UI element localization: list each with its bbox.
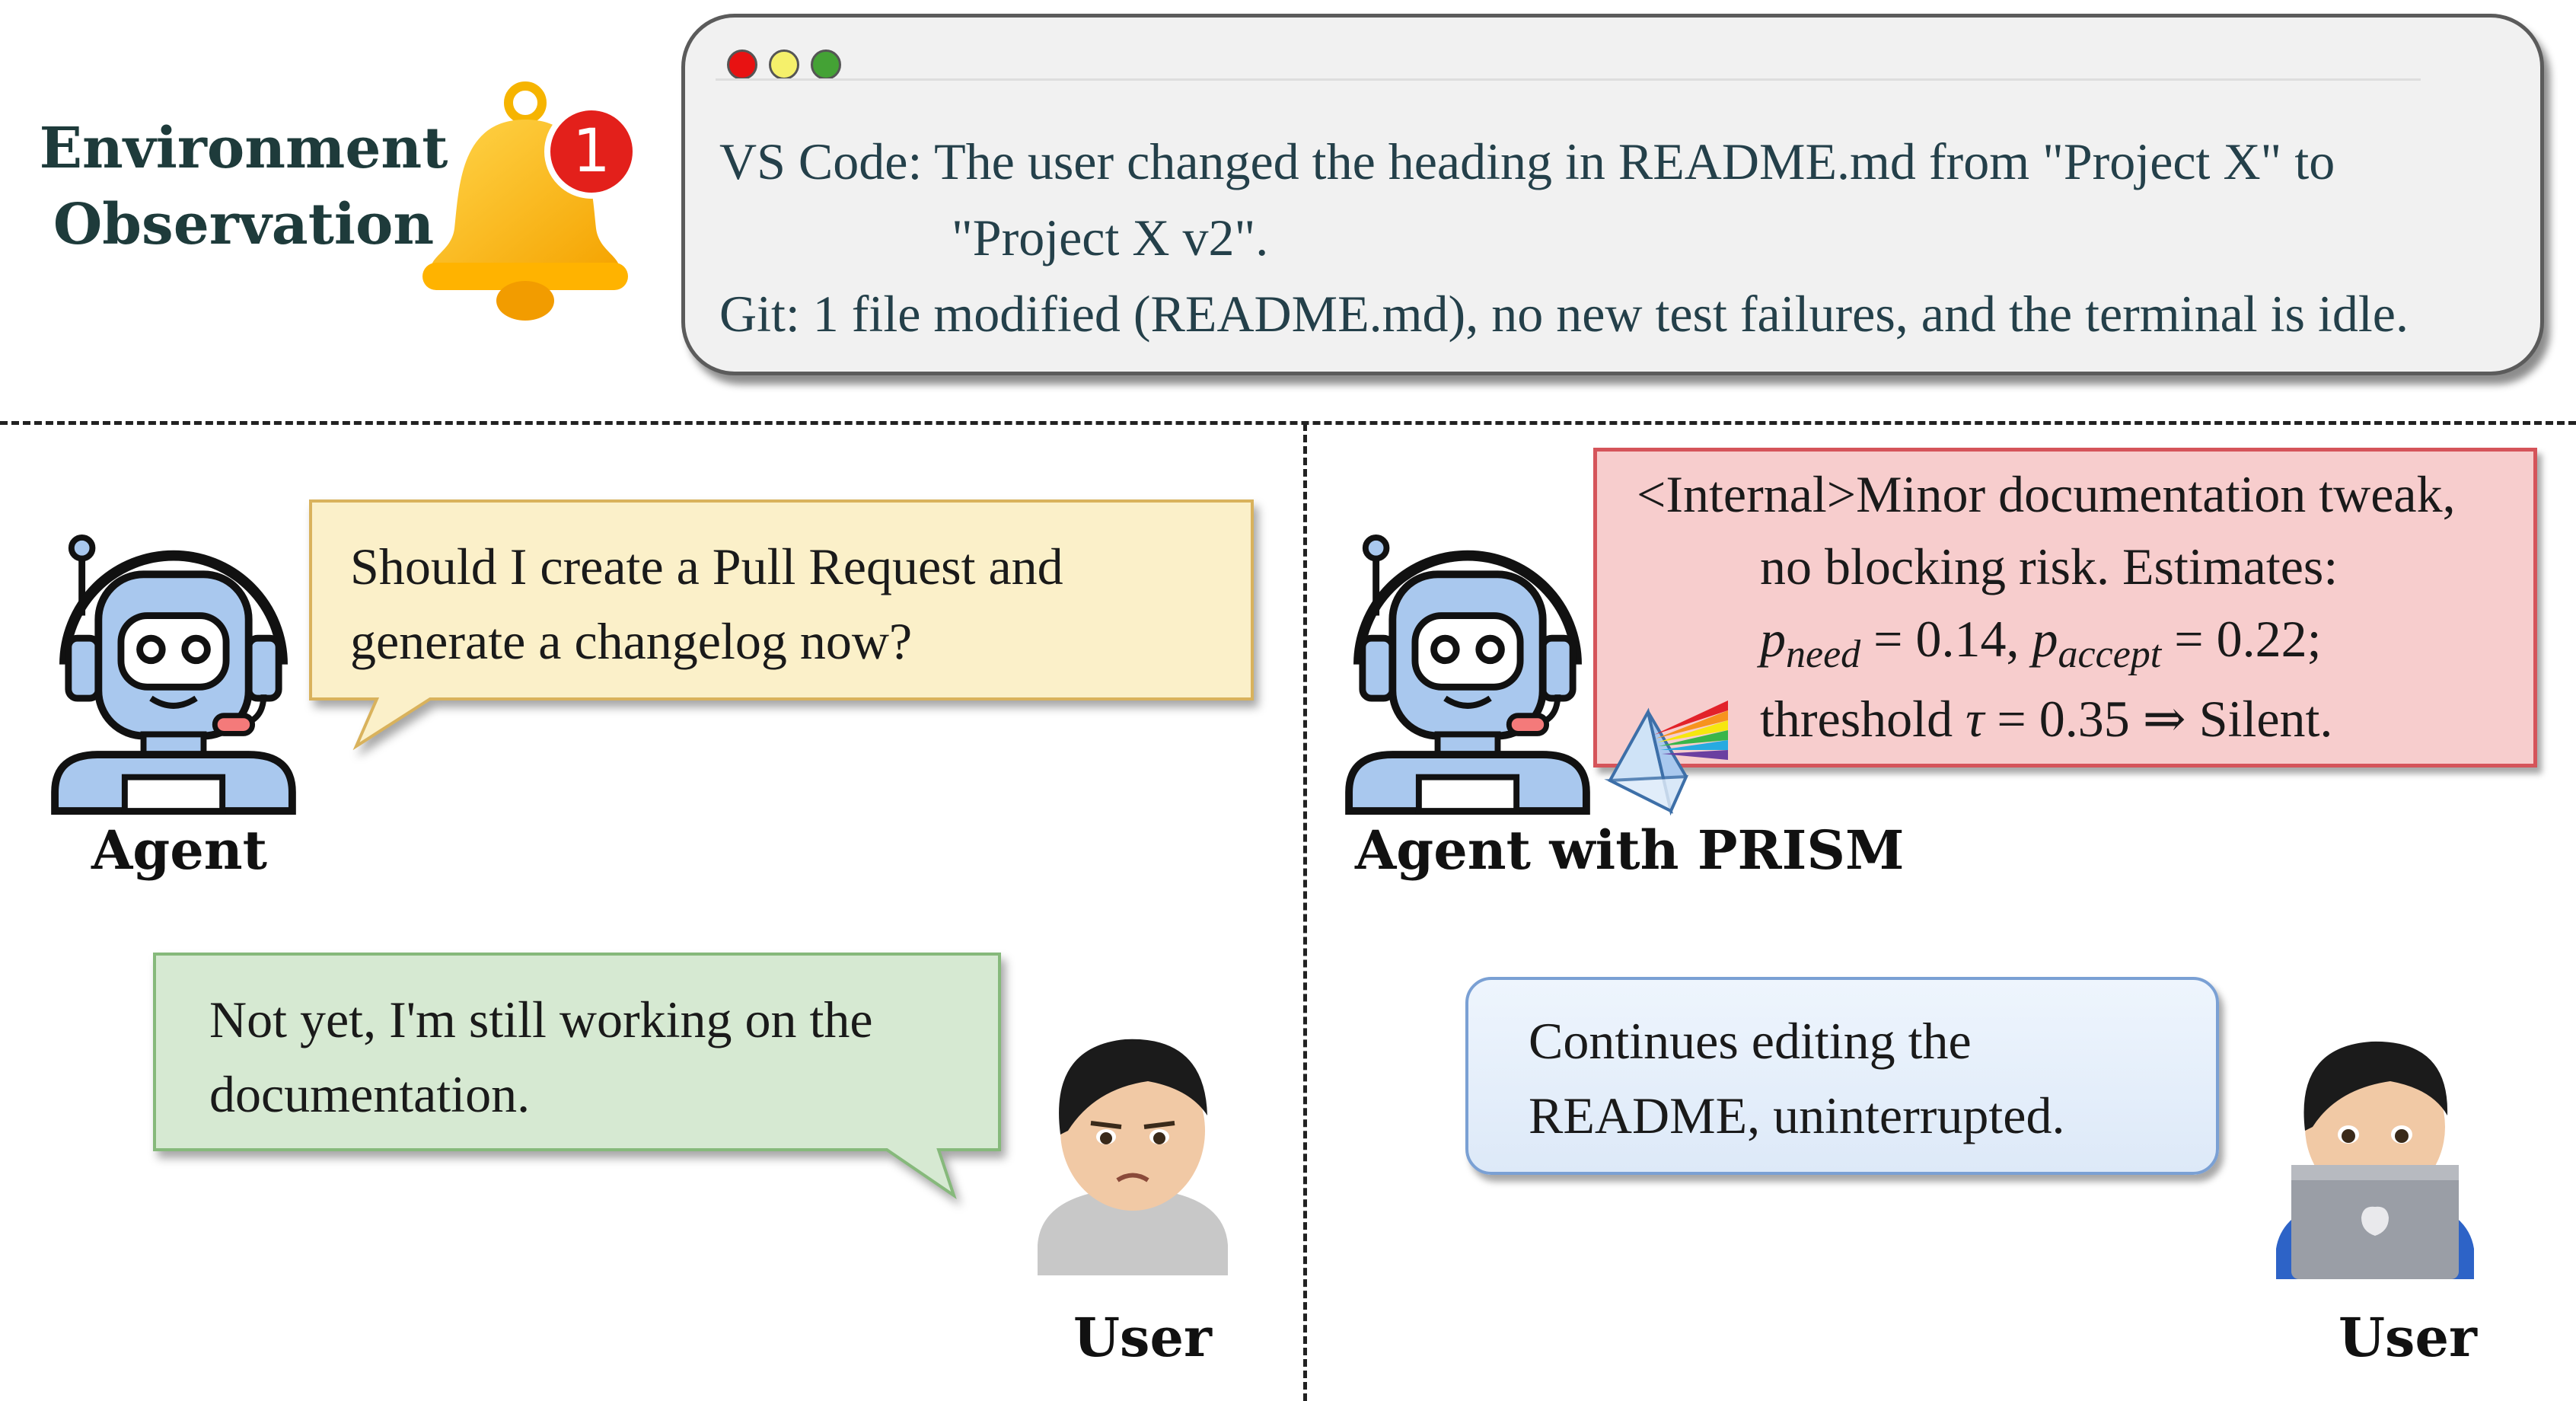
- environment-observation-title: Environment Observation: [30, 110, 457, 263]
- user-action-box: [1465, 977, 2219, 1175]
- window-titlebar-line: [716, 78, 2421, 81]
- observation-git-line: Git: 1 file modified (README.md), no new…: [719, 285, 2409, 343]
- internal-line2: no blocking risk. Estimates:: [1760, 538, 2338, 595]
- vertical-divider: [1303, 423, 1307, 1401]
- internal-estimates: pneed = 0.14, paccept = 0.22;: [1760, 609, 2321, 677]
- p-need-symbol: p: [1760, 610, 1786, 668]
- env-title-line1: Environment: [39, 116, 448, 181]
- prism-agent-robot-icon: [1338, 533, 1597, 815]
- prism-agent-label: Agent with PRISM: [1355, 819, 1905, 882]
- agent-question-text: Should I create a Pull Request and gener…: [350, 529, 1226, 678]
- user-reply-bubble: [153, 953, 1001, 1199]
- user-laptop-avatar-icon: [2276, 1041, 2474, 1279]
- user-reply-line2: documentation.: [209, 1065, 531, 1123]
- user-action-line1: Continues editing the: [1529, 1012, 1972, 1070]
- user-reply-line1: Not yet, I'm still working on the: [209, 991, 873, 1048]
- internal-reasoning-box: [1593, 448, 2537, 768]
- tau-symbol: τ: [1965, 690, 1985, 748]
- horizontal-divider: [0, 421, 2576, 425]
- p-accept-value: = 0.22;: [2161, 610, 2322, 668]
- observation-vscode-line-cont: "Project X v2".: [952, 209, 1269, 266]
- notification-bell-icon: 1: [422, 81, 639, 321]
- user-label-left: User: [1073, 1306, 1212, 1369]
- window-close-dot: [727, 49, 757, 80]
- p-need-subscript: need: [1786, 633, 1861, 676]
- agent-question-bubble: [309, 499, 1254, 751]
- user-reply-text: Not yet, I'm still working on the docume…: [209, 982, 1009, 1131]
- p-accept-symbol: p: [2032, 610, 2058, 668]
- prism-icon: [1604, 700, 1728, 816]
- threshold-label: threshold: [1760, 690, 1966, 748]
- env-title-line2: Observation: [53, 192, 435, 257]
- window-minimize-dot: [769, 49, 799, 80]
- p-need-value: = 0.14,: [1860, 610, 2032, 668]
- internal-threshold: threshold τ = 0.35 ⇒ Silent.: [1760, 689, 2332, 749]
- threshold-value: = 0.35 ⇒ Silent.: [1984, 690, 2333, 748]
- user-frowning-avatar-icon: [1038, 1039, 1228, 1275]
- user-label-right: User: [2338, 1306, 2477, 1369]
- agent-label: Agent: [91, 819, 268, 882]
- agent-question-line2: generate a changelog now?: [350, 612, 913, 670]
- user-action-line2: README, uninterrupted.: [1529, 1087, 2065, 1144]
- internal-line1: <Internal>Minor documentation tweak,: [1637, 465, 2456, 523]
- window-maximize-dot: [811, 49, 841, 80]
- agent-robot-icon: [44, 533, 303, 815]
- notification-count: 1: [572, 117, 611, 186]
- observation-window: VS Code: The user changed the heading in…: [681, 14, 2544, 375]
- user-action-text: Continues editing the README, uninterrup…: [1529, 1004, 2214, 1153]
- p-accept-subscript: accept: [2058, 633, 2162, 676]
- agent-question-line1: Should I create a Pull Request and: [350, 538, 1063, 595]
- observation-vscode-line: VS Code: The user changed the heading in…: [719, 132, 2335, 190]
